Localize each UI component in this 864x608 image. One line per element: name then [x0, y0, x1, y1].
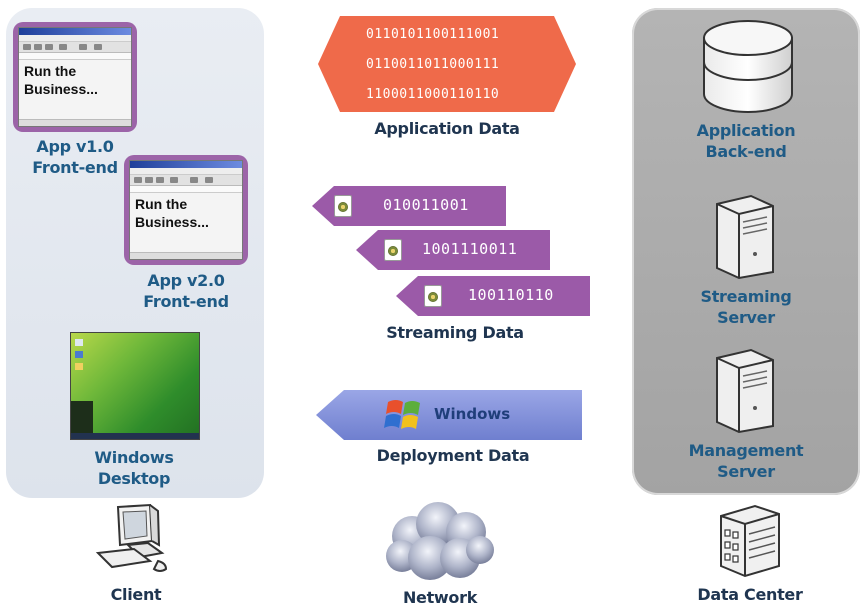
deployment-banner-text: Windows — [434, 405, 511, 423]
server-tower-icon — [716, 348, 774, 434]
streaming-item-3: 100110110 — [468, 286, 554, 304]
app-v1-window[interactable]: Run the Business... — [13, 22, 137, 132]
document-icon — [424, 285, 442, 307]
document-icon — [384, 239, 402, 261]
binary-line-1: 0110101100111001 — [366, 27, 500, 42]
app-v2-window[interactable]: Run the Business... — [124, 155, 248, 265]
network-label: Network — [402, 588, 478, 607]
streaming-banner-2[interactable] — [356, 230, 550, 270]
cloud-icon — [386, 502, 494, 580]
streaming-item-1: 010011001 — [383, 196, 469, 214]
windows-logo-icon — [384, 400, 420, 429]
binary-line-3: 1100011000110110 — [366, 87, 500, 102]
document-icon — [334, 195, 352, 217]
app-window-icon: Run the Business... — [129, 160, 243, 260]
app-window-icon: Run the Business... — [18, 27, 132, 127]
database-cylinder-icon — [703, 20, 793, 113]
streaming-banner-1[interactable] — [312, 186, 506, 226]
binary-line-2: 0110011011000111 — [366, 57, 500, 72]
streaming-data-label: Streaming Data — [386, 323, 524, 342]
streaming-banner-3[interactable] — [396, 276, 590, 316]
desktop-screenshot-icon[interactable] — [70, 332, 200, 440]
computer-icon — [95, 503, 168, 572]
streaming-item-2: 1001110011 — [422, 240, 518, 258]
building-icon — [720, 504, 780, 578]
server-tower-icon — [716, 194, 774, 280]
application-data-banner[interactable] — [316, 14, 578, 114]
client-label: Client — [110, 585, 162, 604]
application-data-label: Application Data — [374, 119, 520, 138]
deployment-data-banner[interactable] — [316, 390, 582, 440]
data-center-label: Data Center — [697, 585, 803, 604]
deployment-data-label: Deployment Data — [376, 446, 530, 465]
app-v2-doc-text: Run the Business... — [135, 196, 209, 230]
app-v1-doc-text: Run the Business... — [24, 63, 98, 97]
